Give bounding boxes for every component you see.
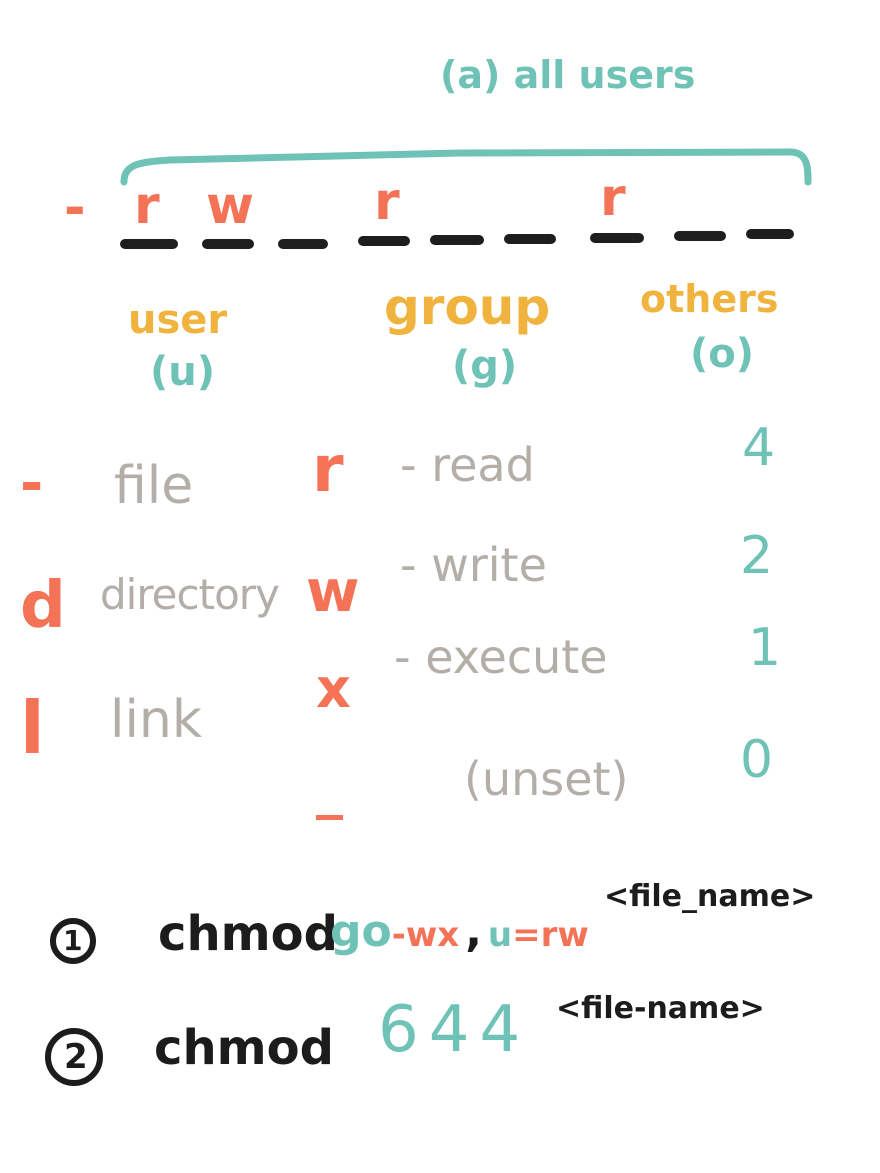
example-1-arg-classes: go xyxy=(330,906,392,957)
permission-type-char: - xyxy=(64,178,86,238)
slot-dash-5 xyxy=(430,235,484,245)
example-1-command: chmod xyxy=(158,906,338,962)
example-2-index: 2 xyxy=(64,1037,88,1077)
user-bit-1: r xyxy=(134,176,160,236)
example-1-arg-set: =rw xyxy=(512,915,589,955)
slot-dash-9 xyxy=(746,229,794,239)
slot-dash-6 xyxy=(504,234,556,244)
slot-dash-1 xyxy=(120,239,178,249)
slot-dash-8 xyxy=(674,231,726,241)
perm-symbol-write: w xyxy=(306,557,360,625)
perm-value-unset: 0 xyxy=(740,730,774,790)
perm-label-unset: (unset) xyxy=(464,752,629,806)
perm-label-write: - write xyxy=(400,538,547,592)
slot-dash-3 xyxy=(278,239,328,249)
example-2-target: <file-name> xyxy=(556,991,765,1026)
example-1-arg-user: u xyxy=(487,915,513,955)
perm-value-execute: 1 xyxy=(748,618,782,678)
file-type-label-link: link xyxy=(110,690,202,750)
class-user-abbr: (u) xyxy=(150,349,216,395)
file-type-symbol-directory: d xyxy=(20,569,66,643)
file-type-symbol-file: - xyxy=(20,451,44,516)
example-2-circle xyxy=(45,1028,103,1086)
others-bit-1: r xyxy=(600,168,626,228)
example-2-command: chmod xyxy=(154,1020,334,1076)
perm-symbol-read: r xyxy=(312,433,344,507)
perm-value-read: 4 xyxy=(742,418,776,478)
example-1-arg-remove: -wx xyxy=(391,915,460,955)
group-bit-1: r xyxy=(374,172,400,232)
example-1-args: go-wx,u=rw xyxy=(330,910,589,954)
perm-symbol-execute: x xyxy=(316,657,351,720)
file-type-label-file: file xyxy=(114,456,194,516)
user-bit-2: w xyxy=(206,176,255,236)
file-type-label-directory: directory xyxy=(100,570,280,619)
perm-symbol-unset: _ xyxy=(316,757,343,820)
all-users-label: (a) all users xyxy=(440,53,696,97)
class-others-abbr: (o) xyxy=(690,331,755,377)
all-users-brace xyxy=(120,148,812,186)
perm-label-read: - read xyxy=(400,438,535,492)
slot-dash-4 xyxy=(358,236,410,246)
perm-label-execute: - execute xyxy=(394,630,608,684)
class-group-abbr: (g) xyxy=(452,343,518,389)
slot-dash-2 xyxy=(202,239,254,249)
perm-value-write: 2 xyxy=(740,526,774,586)
class-others-name: others xyxy=(640,277,779,321)
example-1-target: <file_name> xyxy=(604,879,816,914)
class-group-name: group xyxy=(384,278,551,336)
class-user-name: user xyxy=(128,297,228,343)
slot-dash-7 xyxy=(590,233,644,243)
file-type-symbol-link: l xyxy=(20,686,45,770)
example-2-arg-octal: 644 xyxy=(378,993,531,1067)
example-1-arg-comma: , xyxy=(465,906,482,957)
example-1-circle xyxy=(50,918,96,964)
example-1-index: 1 xyxy=(63,924,83,957)
